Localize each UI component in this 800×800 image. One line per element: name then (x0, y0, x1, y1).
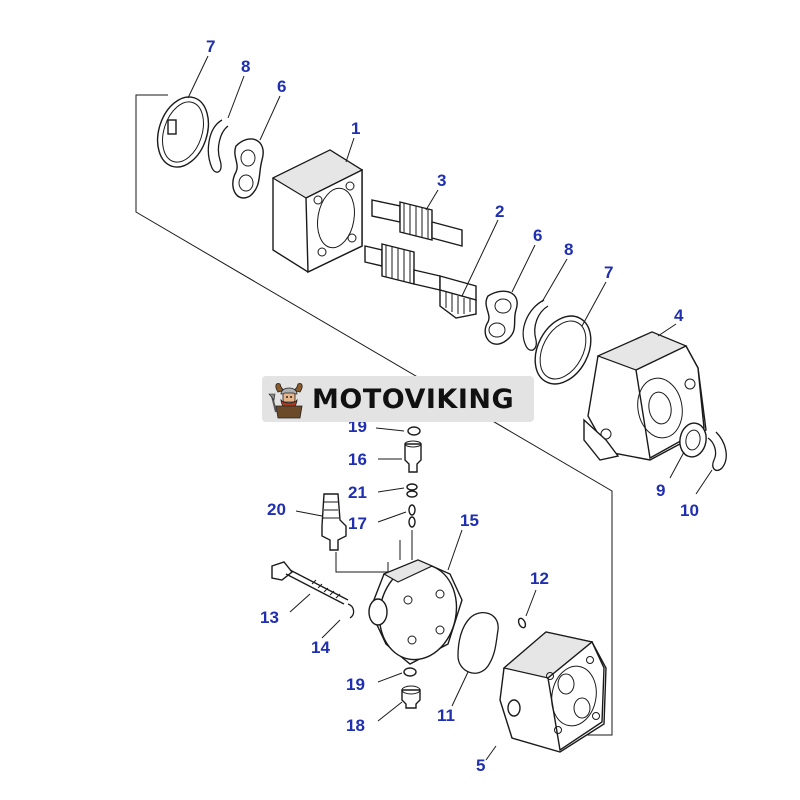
oil-seal-9 (679, 422, 707, 458)
seal-8-top (207, 119, 229, 173)
front-cover-4 (583, 331, 707, 461)
snap-ring-7-middle (534, 315, 592, 385)
callout-8-top: 8 (241, 57, 250, 76)
callout-14: 14 (311, 638, 330, 657)
callout-7-middle: 7 (604, 263, 613, 282)
callout-13: 13 (260, 608, 279, 627)
callout-21: 21 (348, 483, 367, 502)
brand-watermark: MOTOVIKING (262, 376, 534, 422)
snap-ring-7-top (156, 96, 210, 168)
brand-name: MOTOVIKING (312, 383, 515, 415)
leader-lines (187, 55, 713, 761)
bolt-13 (271, 561, 349, 605)
callout-15: 15 (460, 511, 479, 530)
callout-2: 2 (495, 202, 504, 221)
callout-19-bottom: 19 (346, 675, 365, 694)
snap-ring-10 (707, 431, 727, 472)
boundary-lines (135, 94, 613, 736)
pump-body-5 (499, 631, 607, 753)
callout-6-top: 6 (277, 77, 286, 96)
callout-3: 3 (437, 171, 446, 190)
callout-20: 20 (267, 500, 286, 519)
gasket-11 (457, 612, 499, 674)
seal-8-middle (522, 299, 549, 351)
driven-gear-3 (371, 199, 463, 247)
rear-cover-15 (368, 559, 463, 665)
relief-valve-20 (321, 493, 347, 551)
callout-4: 4 (674, 306, 684, 325)
callout-18: 18 (346, 716, 365, 735)
plug-16 (404, 440, 422, 473)
callout-11: 11 (437, 706, 455, 725)
o-ring-19-bottom (403, 667, 417, 677)
plug-18 (401, 685, 421, 709)
callout-10: 10 (680, 501, 699, 520)
valve-17 (408, 504, 416, 528)
callout-5: 5 (476, 756, 485, 775)
drive-gear-2 (364, 243, 477, 319)
gear-housing-1 (271, 149, 364, 274)
assembly-lines (335, 530, 413, 573)
callout-17: 17 (348, 514, 367, 533)
callout-1: 1 (351, 119, 360, 138)
callout-16: 16 (348, 450, 367, 469)
callout-6-middle: 6 (533, 226, 542, 245)
callout-7-top: 7 (206, 37, 215, 56)
ring-21 (406, 483, 418, 498)
plate-6-middle (484, 290, 518, 345)
callout-8-middle: 8 (564, 240, 573, 259)
plate-6-top (232, 138, 264, 199)
viking-warrior-icon (268, 383, 303, 419)
callout-9: 9 (656, 481, 665, 500)
o-ring-19-top (407, 426, 421, 436)
callout-12: 12 (530, 569, 549, 588)
washer-14 (347, 603, 355, 619)
pin-12 (517, 617, 527, 629)
